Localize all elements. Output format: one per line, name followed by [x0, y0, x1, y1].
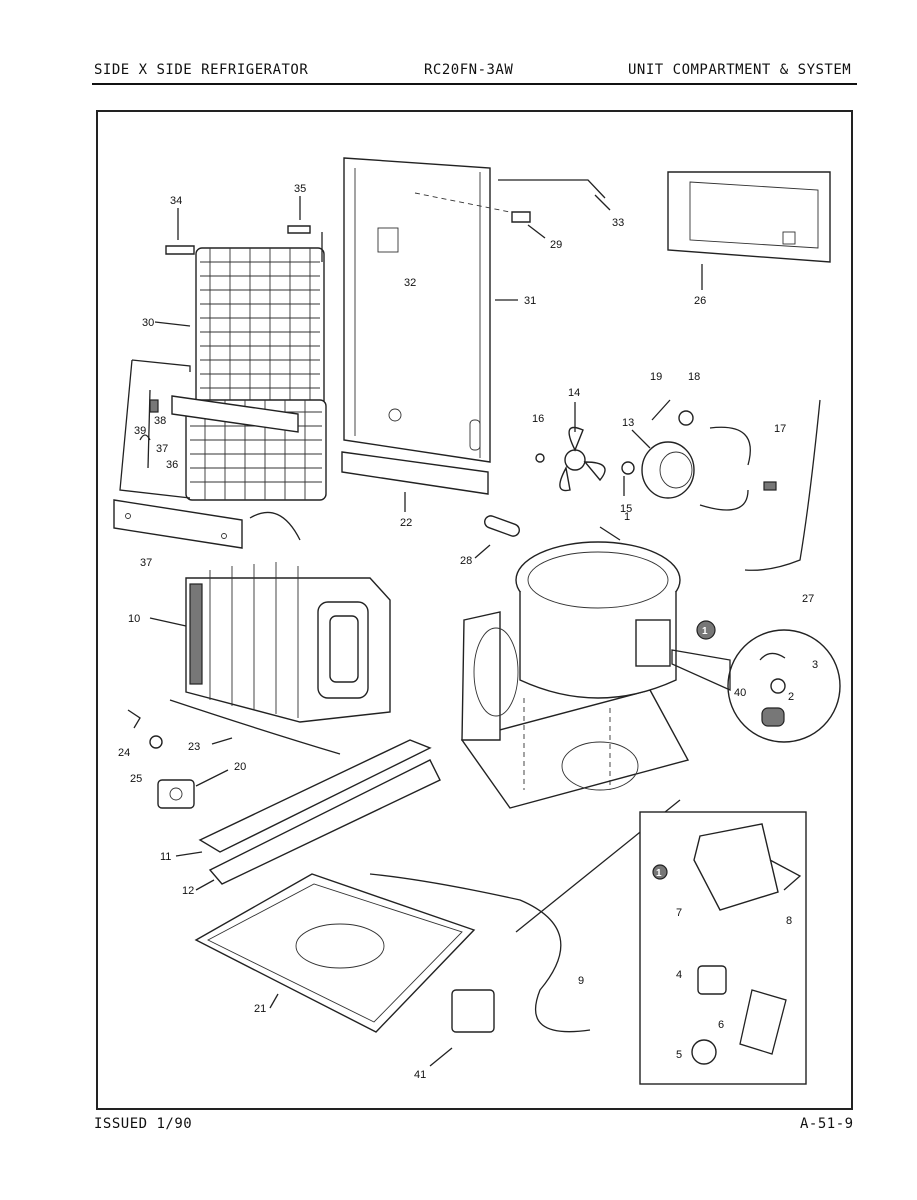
- part-10-condenser: [149, 562, 391, 723]
- callout-22: 22: [400, 517, 412, 529]
- callout-26: 26: [694, 295, 706, 307]
- callout-23: 23: [188, 741, 200, 753]
- compressor-base: [460, 611, 690, 809]
- part-31-back-panel: [343, 157, 518, 463]
- callout-17: 17: [774, 423, 786, 435]
- diagram-frame: [96, 110, 853, 1110]
- callout-36: 36: [166, 459, 178, 471]
- callout-41: 41: [414, 1069, 426, 1081]
- part-13-fan-motor: [631, 429, 695, 499]
- part-11-base-rail: [175, 739, 432, 857]
- part-25-grommet: [149, 735, 163, 749]
- part-27-tube: [744, 399, 821, 571]
- part-15-washer: [621, 461, 635, 496]
- footer-page-code: A-51-9: [800, 1116, 854, 1132]
- part-37-bracket-lower: [113, 499, 301, 549]
- callout-2: 2: [788, 691, 794, 703]
- callout-15: 15: [620, 503, 632, 515]
- callout-24: 24: [118, 747, 130, 759]
- callout-3: 3: [812, 659, 818, 671]
- callout-marker-1-inset-text: 1: [656, 868, 662, 879]
- callout-12: 12: [182, 885, 194, 897]
- callout-30: 30: [142, 317, 154, 329]
- part-16-nut: [535, 453, 545, 463]
- callout-8: 8: [786, 915, 792, 927]
- footer-issued-date: ISSUED 1/90: [94, 1116, 193, 1132]
- callout-34: 34: [170, 195, 182, 207]
- callout-10: 10: [128, 613, 140, 625]
- callout-39: 39: [134, 425, 146, 437]
- part-1-compressor: [515, 526, 681, 790]
- part-41-capacitor: [429, 989, 495, 1067]
- callout-5: 5: [676, 1049, 682, 1061]
- callout-16: 16: [532, 413, 544, 425]
- callout-11: 11: [160, 851, 171, 863]
- callout-37-lower: 37: [140, 557, 152, 569]
- header-rule: [92, 83, 857, 85]
- callout-27: 27: [802, 593, 814, 605]
- callout-28: 28: [460, 555, 472, 567]
- callout-32: 32: [404, 277, 416, 289]
- part-35-clip: [287, 196, 311, 234]
- header-title: SIDE X SIDE REFRIGERATOR: [94, 62, 309, 78]
- callout-40: 40: [734, 687, 746, 699]
- callout-marker-1: [696, 620, 716, 640]
- part-12-base-rail: [195, 759, 441, 891]
- part-30-condenser-coil: [154, 232, 327, 501]
- part-36-frame-rail: [119, 359, 191, 499]
- part-14-fan-blade: [559, 402, 606, 492]
- inset-grommet-detail: [671, 622, 841, 743]
- callout-6: 6: [718, 1019, 724, 1031]
- part-34-clip: [165, 208, 195, 255]
- callout-4: 4: [676, 969, 682, 981]
- callout-31: 31: [524, 295, 536, 307]
- inset-relay-detail: [639, 811, 807, 1085]
- callout-marker-1-text: 1: [702, 626, 708, 637]
- callout-21: 21: [254, 1003, 266, 1015]
- callout-14: 14: [568, 387, 580, 399]
- part-26-cover-panel: [667, 171, 831, 290]
- part-38-39-retainers: [139, 399, 159, 441]
- callout-33: 33: [612, 217, 624, 229]
- part-29-bracket: [414, 192, 546, 239]
- callout-35: 35: [294, 183, 306, 195]
- callout-1: 1: [624, 511, 630, 523]
- part-33-tube: [498, 179, 611, 211]
- part-37-bracket-upper: [171, 395, 299, 433]
- part-17-brackets: [699, 426, 777, 511]
- callout-37: 37: [156, 443, 168, 455]
- header-section-title: UNIT COMPARTMENT & SYSTEM: [628, 62, 852, 78]
- callout-18: 18: [688, 371, 700, 383]
- callout-20: 20: [234, 761, 246, 773]
- callout-38: 38: [154, 415, 166, 427]
- part-22-drip-tray: [341, 451, 489, 512]
- callout-29: 29: [550, 239, 562, 251]
- callout-9: 9: [578, 975, 584, 987]
- part-19-screw: [651, 399, 671, 421]
- callout-7: 7: [676, 907, 682, 919]
- callout-19: 19: [650, 371, 662, 383]
- part-28-drier: [474, 515, 520, 559]
- part-20-defrost-timer: [157, 769, 229, 809]
- header-model-number: RC20FN-3AW: [424, 62, 514, 78]
- part-24-clip: [127, 709, 141, 729]
- callout-25: 25: [130, 773, 142, 785]
- callout-labels: 1 2 3 4 5 6 7 8 9 10 11 12 13 14 15 16 1…: [118, 183, 818, 1081]
- part-18-grommet: [678, 410, 694, 426]
- part-21-drain-pan: [194, 873, 476, 1033]
- part-23-drain-tube: [169, 699, 341, 755]
- callout-13: 13: [622, 417, 634, 429]
